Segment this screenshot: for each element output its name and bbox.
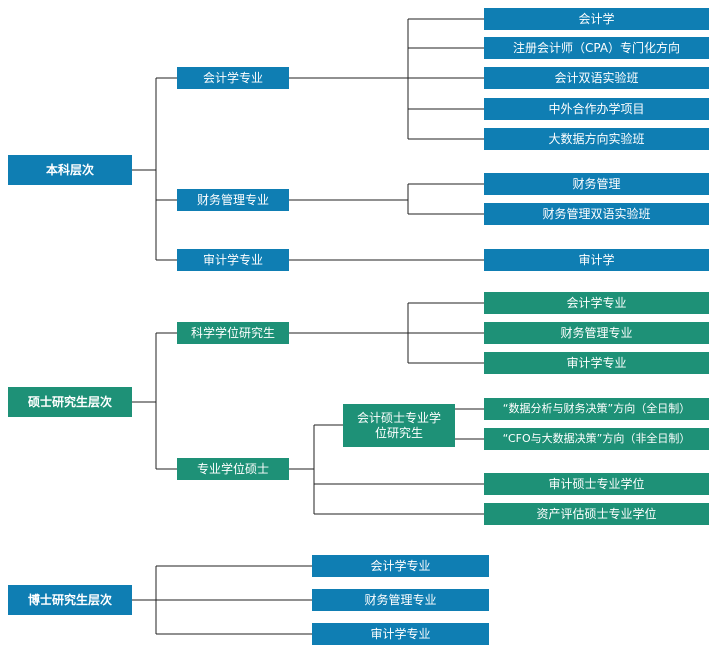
direction-bilingual-fm: 财务管理双语实验班 — [484, 203, 709, 225]
professional-degree: 专业学位硕士 — [177, 458, 289, 480]
academic-degree: 科学学位研究生 — [177, 322, 289, 344]
mpacc-direction-parttime: “CFO与大数据决策”方向（非全日制） — [484, 428, 709, 450]
level-doctoral: 博士研究生层次 — [8, 585, 132, 615]
direction-bilingual-accounting: 会计双语实验班 — [484, 67, 709, 89]
major-accounting: 会计学专业 — [177, 67, 289, 89]
direction-auditing: 审计学 — [484, 249, 709, 271]
direction-cpa: 注册会计师（CPA）专门化方向 — [484, 37, 709, 59]
mpacc-direction-fulltime: “数据分析与财务决策”方向（全日制） — [484, 398, 709, 420]
major-financial-management: 财务管理专业 — [177, 189, 289, 211]
academic-major-accounting: 会计学专业 — [484, 292, 709, 314]
level-master: 硕士研究生层次 — [8, 387, 132, 417]
doctoral-major-accounting: 会计学专业 — [312, 555, 489, 577]
academic-major-auditing: 审计学专业 — [484, 352, 709, 374]
doctoral-major-fm: 财务管理专业 — [312, 589, 489, 611]
doctoral-major-auditing: 审计学专业 — [312, 623, 489, 645]
level-undergraduate: 本科层次 — [8, 155, 132, 185]
mpacc: 会计硕士专业学位研究生 — [343, 404, 455, 447]
mv: 资产评估硕士专业学位 — [484, 503, 709, 525]
academic-major-fm: 财务管理专业 — [484, 322, 709, 344]
direction-accounting: 会计学 — [484, 8, 709, 30]
maud: 审计硕士专业学位 — [484, 473, 709, 495]
major-auditing: 审计学专业 — [177, 249, 289, 271]
direction-sino-foreign: 中外合作办学项目 — [484, 98, 709, 120]
direction-big-data: 大数据方向实验班 — [484, 128, 709, 150]
direction-financial-management: 财务管理 — [484, 173, 709, 195]
